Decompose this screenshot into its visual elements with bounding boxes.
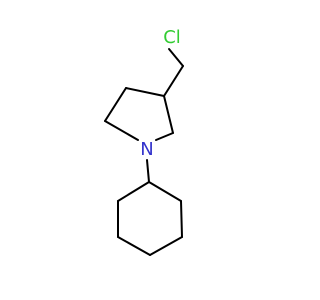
bond-ch2-c3 — [163, 65, 184, 97]
cyclohexane-bond-1 — [148, 181, 182, 202]
bond-n-cyclohexyl — [146, 159, 150, 183]
bond-c3-c4 — [125, 87, 165, 97]
bond-n-c2 — [155, 132, 174, 141]
cyclohexane-bond-6 — [117, 181, 150, 202]
bond-c2-c3 — [163, 95, 174, 134]
cyclohexane-bond-2 — [180, 200, 183, 238]
molecule-diagram: Cl N — [104, 27, 184, 256]
cyclohexane-bond-4 — [117, 236, 151, 256]
nitrogen-atom-label: N — [140, 139, 153, 160]
bond-cl-ch2 — [168, 48, 184, 67]
bond-c5-n — [104, 120, 139, 141]
cyclohexane-bond-3 — [149, 236, 183, 256]
chlorine-atom-label: Cl — [163, 27, 181, 48]
bond-c4-c5 — [104, 87, 127, 122]
